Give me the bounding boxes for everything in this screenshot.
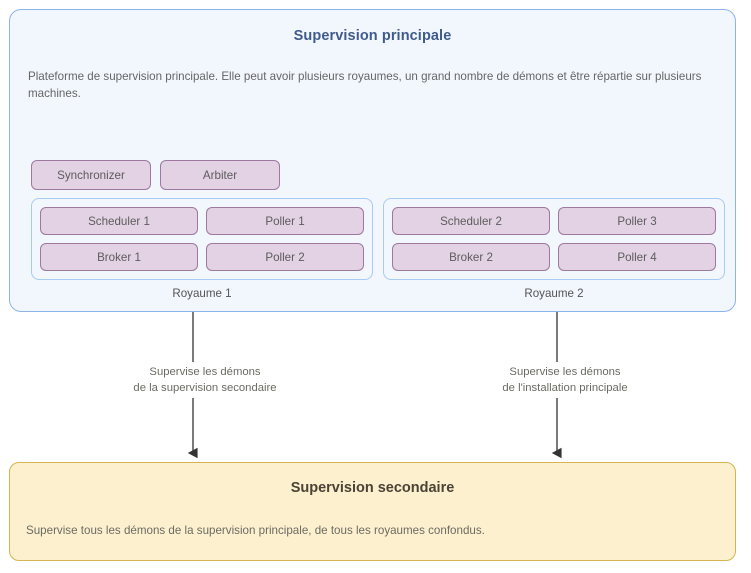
secondary-supervision-panel: Supervision secondaire Supervise tous le…	[9, 462, 736, 561]
daemon-poller-2[interactable]: Poller 2	[206, 243, 364, 271]
arrow-label-realm-1: Supervise les démons de la supervision s…	[127, 362, 283, 398]
realm-2: Scheduler 2 Poller 3 Broker 2 Poller 4 R…	[383, 198, 725, 300]
arrow-label-line-1: Supervise les démons	[149, 366, 261, 378]
daemon-label: Poller 1	[265, 214, 305, 228]
daemon-label: Poller 2	[265, 250, 305, 264]
secondary-panel-title: Supervision secondaire	[290, 480, 455, 496]
daemon-arbiter[interactable]: Arbiter	[160, 160, 280, 190]
arrow-label-realm-2: Supervise les démons de l'installation p…	[496, 362, 634, 398]
daemon-label: Arbiter	[202, 168, 238, 182]
main-supervision-panel: Supervision principale Plateforme de sup…	[9, 9, 736, 312]
daemon-broker-2[interactable]: Broker 2	[392, 243, 550, 271]
realm-2-label: Royaume 2	[524, 287, 584, 300]
daemon-label: Poller 4	[617, 250, 657, 264]
daemon-label: Poller 3	[617, 214, 657, 228]
realm-1-label: Royaume 1	[172, 287, 232, 300]
realm-1-daemons: Scheduler 1 Poller 1 Broker 1 Poller 2	[31, 198, 373, 280]
daemon-label: Scheduler 2	[440, 214, 502, 228]
daemon-poller-4[interactable]: Poller 4	[558, 243, 716, 271]
daemon-label: Broker 1	[97, 250, 141, 264]
realms-container: Scheduler 1 Poller 1 Broker 1 Poller 2 R…	[31, 198, 725, 300]
daemon-broker-1[interactable]: Broker 1	[40, 243, 198, 271]
secondary-panel-description: Supervise tous les démons de la supervis…	[26, 524, 485, 537]
daemon-label: Broker 2	[449, 250, 493, 264]
realm-1: Scheduler 1 Poller 1 Broker 1 Poller 2 R…	[31, 198, 373, 300]
arrow-label-line-1: Supervise les démons	[509, 366, 621, 378]
daemon-synchronizer[interactable]: Synchronizer	[31, 160, 151, 190]
main-panel-description: Plateforme de supervision principale. El…	[28, 70, 702, 100]
daemon-label: Synchronizer	[57, 168, 125, 182]
daemon-scheduler-1[interactable]: Scheduler 1	[40, 207, 198, 235]
daemon-poller-1[interactable]: Poller 1	[206, 207, 364, 235]
daemon-poller-3[interactable]: Poller 3	[558, 207, 716, 235]
main-panel-title: Supervision principale	[293, 28, 452, 44]
realm-2-daemons: Scheduler 2 Poller 3 Broker 2 Poller 4	[383, 198, 725, 280]
daemon-label: Scheduler 1	[88, 214, 150, 228]
daemon-scheduler-2[interactable]: Scheduler 2	[392, 207, 550, 235]
arrow-label-line-2: de la supervision secondaire	[133, 382, 277, 394]
global-daemons-row: Synchronizer Arbiter	[31, 160, 280, 190]
arrow-label-line-2: de l'installation principale	[502, 382, 628, 394]
